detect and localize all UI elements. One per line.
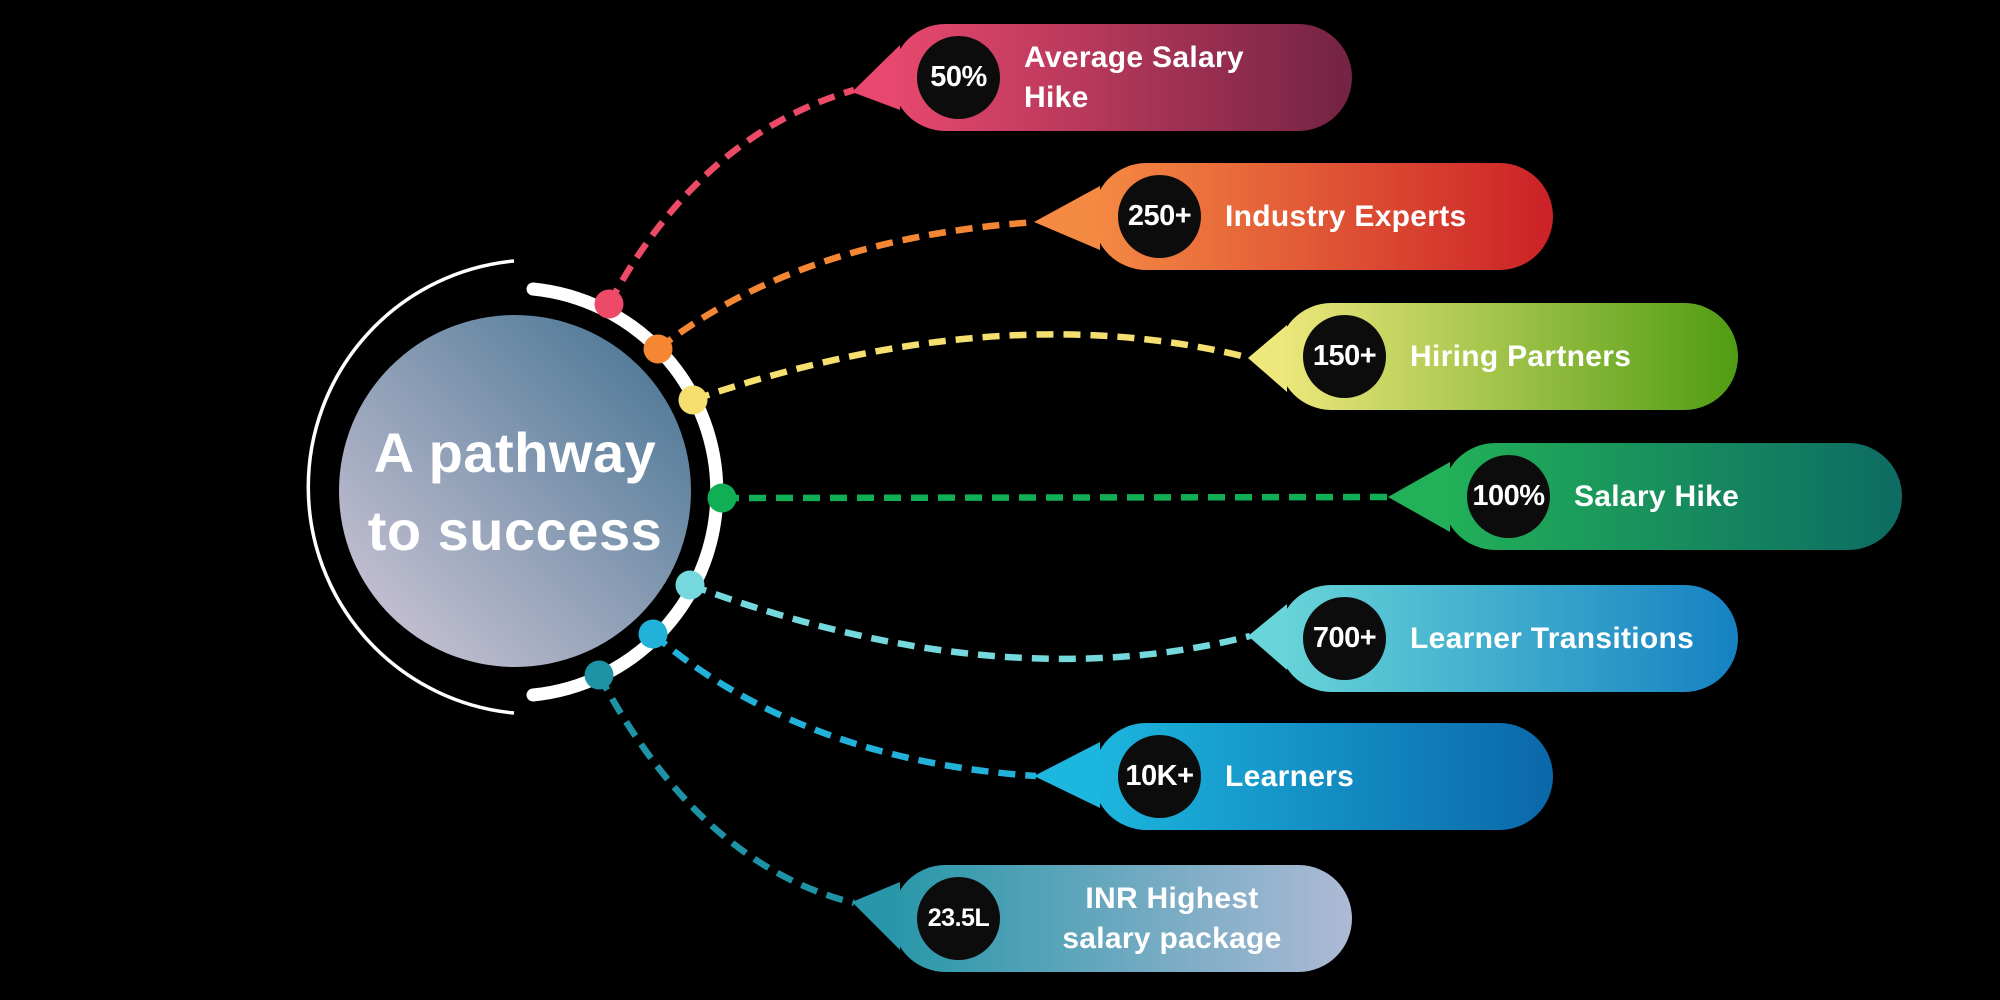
stat-value-badge: 23.5L: [917, 877, 1000, 960]
center-circle: [339, 315, 691, 667]
stat-pill-industry-experts: 250+ Industry Experts: [1093, 163, 1553, 270]
stat-label: INR Highest salary package: [1012, 879, 1332, 959]
stat-value-badge: 700+: [1303, 597, 1386, 680]
stat-label: Hiring Partners: [1410, 337, 1631, 377]
connector-salary-hike: [707, 462, 1450, 532]
outer-thin-ring: [306, 259, 515, 715]
anchor-dot: [638, 619, 668, 649]
dashed-line: [721, 493, 1391, 502]
stat-label-line1: Salary Hike: [1574, 479, 1740, 513]
dashed-line: [691, 331, 1251, 404]
stat-pill-average-salary-hike: 50% Average Salary Hike: [892, 24, 1352, 131]
stat-label: Learners: [1225, 757, 1354, 797]
stat-label-line1: Learners: [1225, 759, 1355, 793]
stat-pill-learners: 10K+ Learners: [1093, 723, 1553, 830]
anchor-dot: [678, 385, 708, 415]
stat-value: 100%: [1472, 480, 1545, 512]
stat-value: 250+: [1127, 200, 1192, 232]
stat-value-badge: 150+: [1303, 315, 1386, 398]
stat-value: 150+: [1312, 340, 1377, 372]
anchor-dot: [594, 289, 624, 319]
connector-learner-transitions: [675, 570, 1287, 670]
anchor-dot: [675, 570, 705, 600]
stat-label: Learner Transitions: [1410, 619, 1694, 659]
anchor-dot: [643, 334, 673, 364]
stat-label-line2: salary package: [1062, 921, 1282, 955]
stat-value: 50%: [930, 61, 987, 93]
stat-value: 23.5L: [927, 904, 990, 932]
stat-label-line1: Average Salary: [1024, 40, 1244, 74]
anchor-dot: [584, 660, 614, 690]
dashed-line: [596, 673, 855, 907]
stat-label: Average Salary Hike: [1024, 38, 1244, 118]
pill-tail: [852, 882, 900, 950]
connector-industry-experts: [643, 186, 1100, 364]
pill-tail: [1248, 604, 1287, 670]
stat-pill-highest-salary-package: 23.5L INR Highest salary package: [892, 865, 1352, 972]
pill-tail: [1248, 325, 1287, 392]
stat-pill-salary-hike: 100% Salary Hike: [1442, 443, 1902, 550]
stat-value-badge: 10K+: [1118, 735, 1201, 818]
pill-tail: [1034, 186, 1100, 250]
stat-label-line1: INR Highest: [1085, 881, 1259, 915]
dashed-line: [688, 581, 1251, 663]
stat-label: Salary Hike: [1574, 477, 1739, 517]
anchor-dot: [707, 483, 737, 513]
dashed-line: [606, 86, 855, 306]
stat-label-line1: Learner Transitions: [1410, 621, 1695, 655]
center-title-line2: to success: [367, 499, 663, 562]
center-title: A pathway to success: [325, 412, 705, 572]
center-title-line1: A pathway: [373, 421, 657, 484]
connector-highest-salary-package: [584, 660, 900, 950]
pill-tail: [1388, 462, 1450, 532]
stat-label-line1: Hiring Partners: [1410, 339, 1632, 373]
stat-pill-hiring-partners: 150+ Hiring Partners: [1278, 303, 1738, 410]
stat-label-line1: Industry Experts: [1225, 199, 1467, 233]
stat-pill-learner-transitions: 700+ Learner Transitions: [1278, 585, 1738, 692]
stat-value-badge: 100%: [1467, 455, 1550, 538]
stat-label-line2: Hike: [1024, 80, 1089, 114]
stat-value-badge: 250+: [1118, 175, 1201, 258]
stat-label: Industry Experts: [1225, 197, 1467, 237]
connector-average-salary-hike: [594, 45, 900, 319]
stat-value: 700+: [1312, 622, 1377, 654]
connector-learners: [638, 619, 1100, 808]
dashed-line: [655, 218, 1037, 352]
connector-hiring-partners: [678, 325, 1287, 415]
dashed-line: [650, 631, 1037, 780]
stat-value: 10K+: [1125, 760, 1194, 792]
pill-tail: [1034, 742, 1100, 808]
pill-tail: [852, 45, 900, 110]
stat-value-badge: 50%: [917, 36, 1000, 119]
